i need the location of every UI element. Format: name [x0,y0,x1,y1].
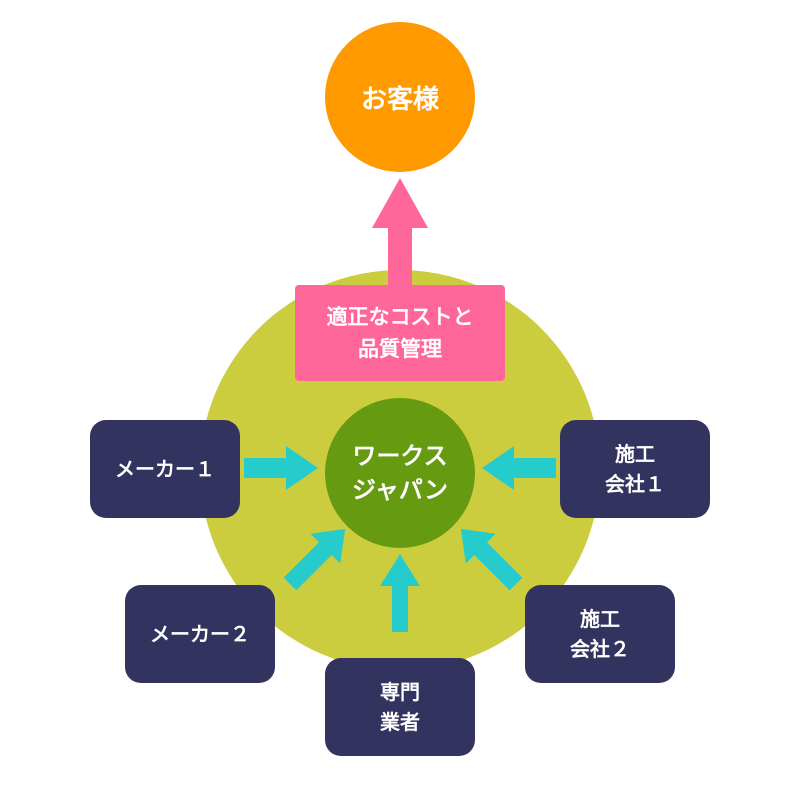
node-seko2-line2: 会社２ [570,637,630,661]
arrow-from-maker2 [283,528,346,591]
customer-circle: お客様 [325,22,475,172]
value-box: 適正なコストと 品質管理 [295,285,505,381]
node-senmon: 専門 業者 [325,658,475,756]
arrow-from-maker1 [244,446,318,490]
center-line2: ジャパン [352,476,448,504]
node-maker2-label: メーカー２ [150,622,250,646]
node-seko1-line2: 会社１ [605,472,665,496]
value-box-line1: 適正なコストと [326,305,474,329]
node-maker2: メーカー２ [125,585,275,683]
node-seko2-line1: 施工 [580,607,620,631]
value-box-line2: 品質管理 [358,337,442,361]
arrow-from-senmon [380,554,420,632]
arrow-from-seko1 [482,446,556,490]
node-seko1: 施工 会社１ [560,420,710,518]
center-line1: ワークス [352,442,448,470]
node-senmon-line2: 業者 [380,710,420,734]
node-seko1-line1: 施工 [615,442,655,466]
node-seko2: 施工 会社２ [525,585,675,683]
arrow-from-seko2 [460,528,523,591]
node-senmon-line1: 専門 [380,680,420,704]
up-arrow-to-customer [372,178,428,292]
node-maker1: メーカー１ [90,420,240,518]
customer-label: お客様 [360,84,439,115]
center-circle: ワークス ジャパン [325,398,475,548]
node-maker1-label: メーカー１ [115,457,215,481]
